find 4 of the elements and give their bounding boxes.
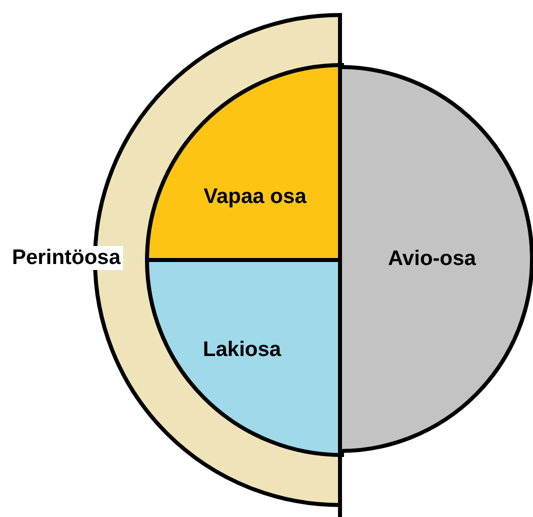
section-label: Perintöosa	[10, 246, 123, 270]
section-label: Vapaa osa	[204, 185, 306, 209]
section-label: Avio-osa	[388, 247, 476, 271]
section-label: Lakiosa	[202, 338, 282, 362]
